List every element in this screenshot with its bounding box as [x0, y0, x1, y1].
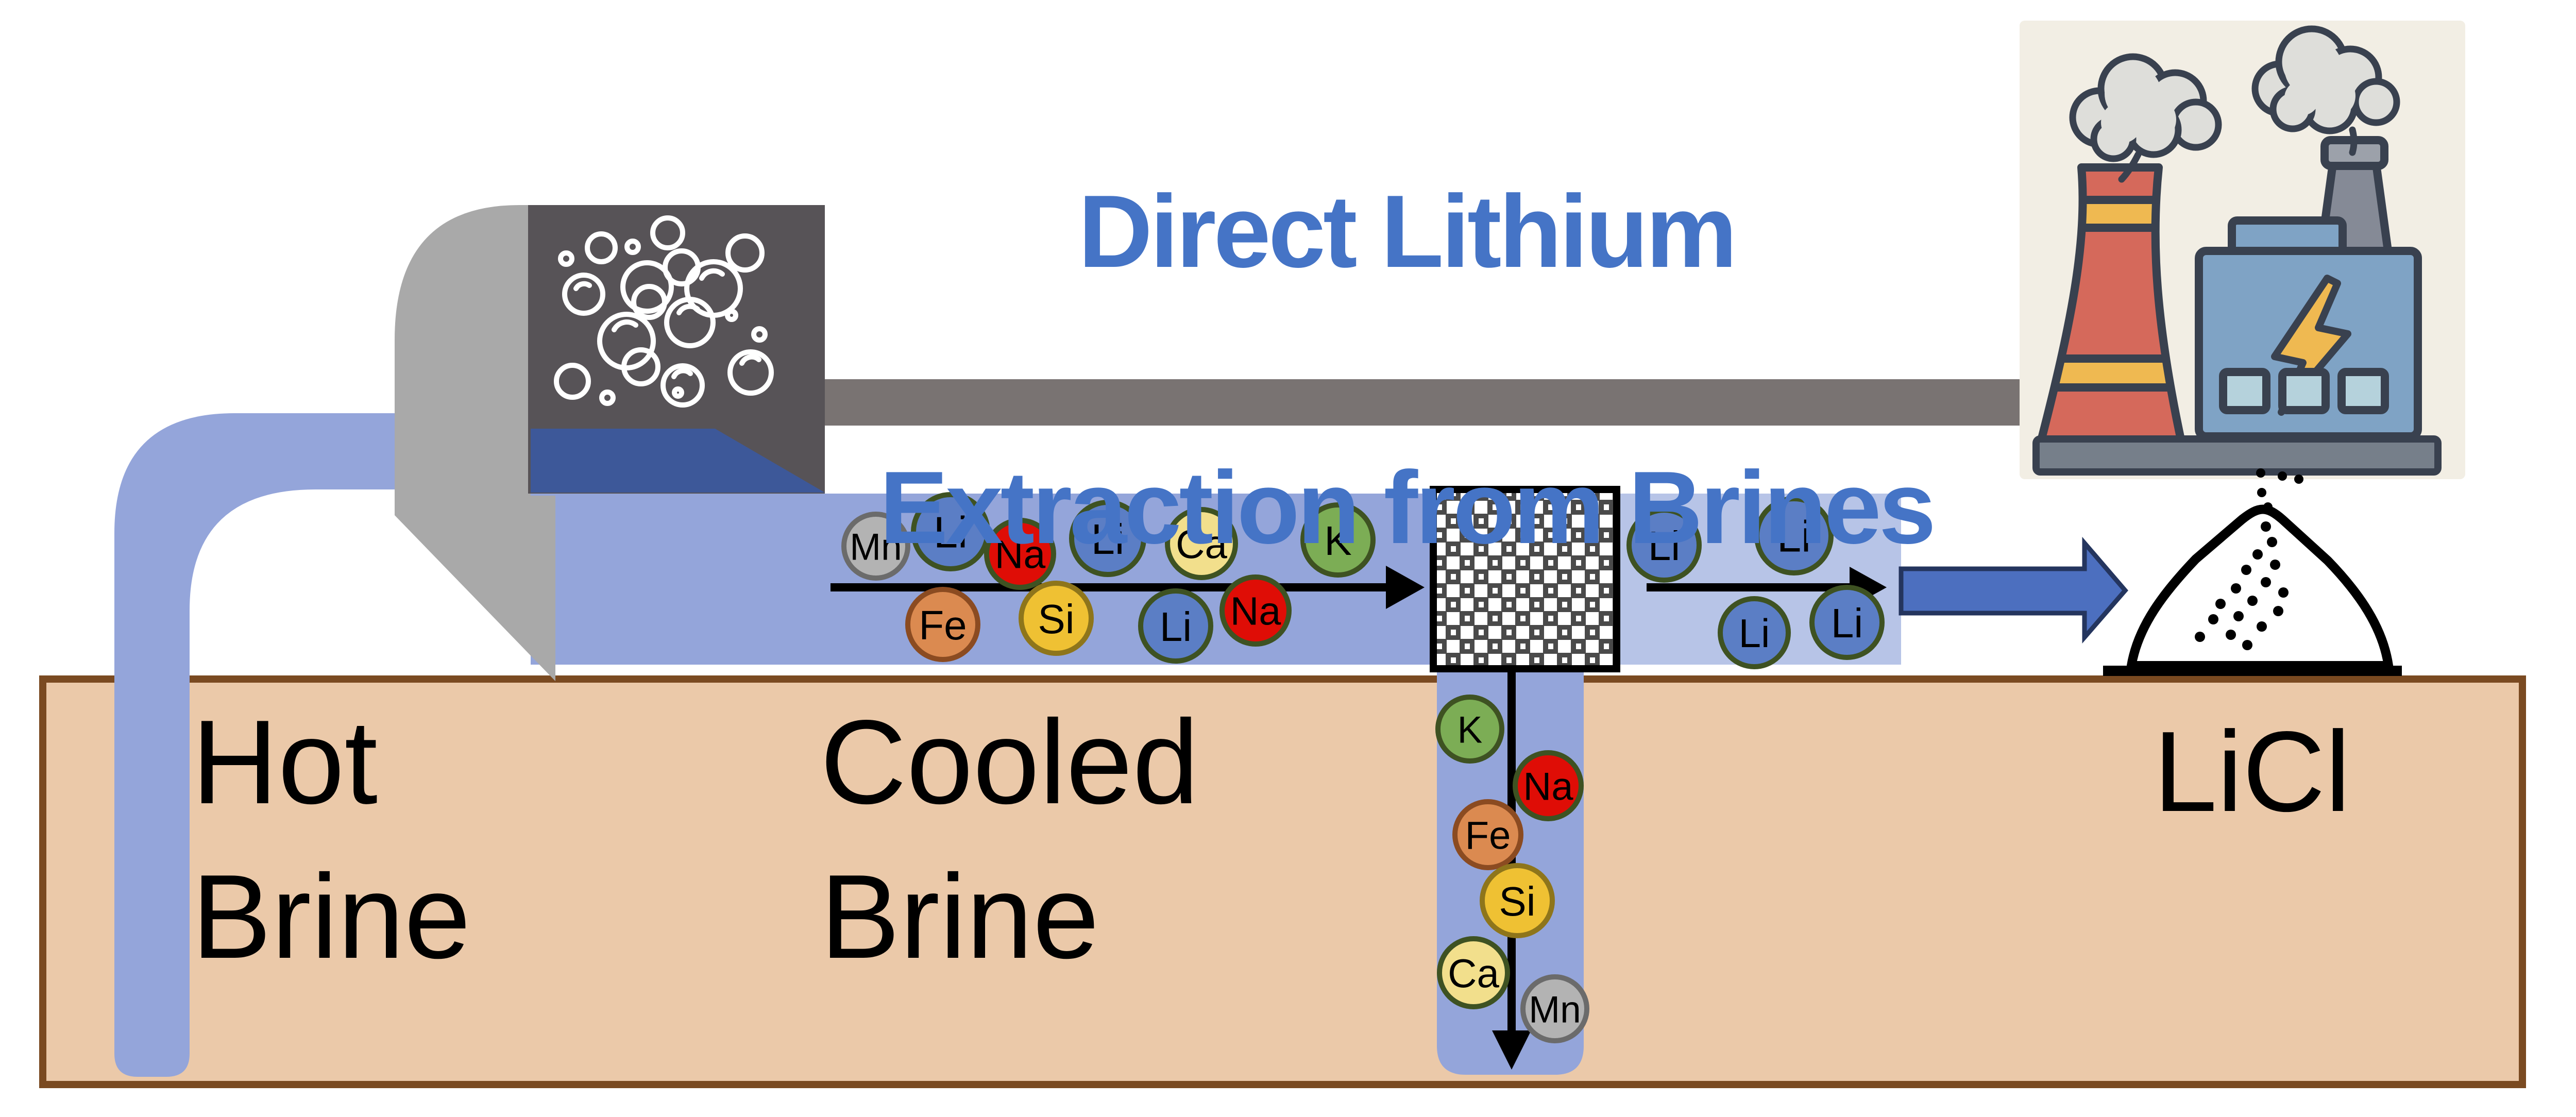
hot-brine-pipe — [114, 413, 420, 1077]
ion-Si: Si — [1019, 581, 1094, 656]
ion-Ca: Ca — [1165, 507, 1238, 580]
plant-base — [2032, 435, 2442, 476]
geothermal-power-plant-icon — [2020, 21, 2465, 479]
svg-text:Li: Li — [1777, 513, 1811, 562]
svg-text:Fe: Fe — [919, 602, 967, 648]
sorbent-filter-icon — [1430, 486, 1620, 672]
ion-Na: Na — [1219, 574, 1292, 647]
power-building-icon — [2195, 216, 2422, 441]
underground-layer — [39, 675, 2526, 1088]
ion-Na: Na — [1513, 750, 1584, 821]
smoke-clouds-icon — [2069, 25, 2400, 183]
ion-Na: Na — [984, 518, 1056, 590]
flash-liquid-wedge — [531, 429, 825, 493]
ion-Li: Li — [1718, 596, 1791, 669]
svg-text:Ca: Ca — [1176, 521, 1227, 567]
svg-text:Li: Li — [1160, 604, 1192, 650]
ion-K: K — [1300, 502, 1376, 578]
svg-text:Li: Li — [1091, 515, 1125, 563]
svg-text:Mn: Mn — [850, 526, 902, 568]
svg-text:Ca: Ca — [1448, 951, 1499, 996]
salt-grains — [2195, 468, 2303, 650]
licl-salt-pile-icon — [2103, 468, 2402, 676]
diagram-title: Direct Lithium Extraction from Brines — [711, 25, 2102, 715]
svg-text:K: K — [1458, 709, 1483, 751]
ion-Mn: Mn — [1520, 974, 1589, 1043]
product-arrow-icon — [1899, 536, 2128, 644]
building-windows — [2219, 368, 2389, 414]
ion-Li: Li — [1626, 507, 1702, 583]
ion-Li: Li — [911, 492, 990, 571]
svg-text:K: K — [1324, 518, 1351, 564]
ion-Fe: Fe — [1452, 799, 1523, 870]
cooled-brine-label: Cooled Brine — [820, 696, 1199, 984]
svg-text:Fe: Fe — [1465, 814, 1511, 857]
svg-text:Mn: Mn — [1529, 989, 1581, 1030]
svg-text:Si: Si — [1038, 596, 1074, 642]
steam-pipe — [819, 379, 2035, 426]
hot-brine-label: Hot Brine — [192, 696, 471, 984]
licl-label: LiCl — [2154, 708, 2351, 836]
ion-Mn: Mn — [841, 512, 910, 581]
svg-text:Na: Na — [1230, 589, 1281, 634]
svg-text:Li: Li — [934, 509, 968, 557]
ion-Li: Li — [1754, 496, 1834, 576]
ion-Li: Li — [1138, 588, 1213, 664]
svg-text:Na: Na — [995, 533, 1046, 577]
svg-text:Si: Si — [1499, 878, 1535, 924]
title-line-2: Extraction from Brines — [879, 450, 1936, 565]
ion-Ca: Ca — [1437, 936, 1510, 1009]
ion-Li: Li — [1069, 500, 1146, 577]
steam-bubbles-icon — [554, 215, 774, 408]
ion-Li: Li — [1809, 585, 1885, 660]
title-line-1: Direct Lithium — [1078, 174, 1738, 289]
svg-text:Li: Li — [1831, 600, 1863, 646]
flash-vessel-funnel — [395, 205, 555, 681]
svg-text:Li: Li — [1648, 523, 1680, 569]
ion-K: K — [1435, 695, 1504, 764]
ion-Si: Si — [1480, 863, 1555, 938]
svg-text:Li: Li — [1739, 611, 1770, 656]
svg-text:Na: Na — [1523, 765, 1573, 808]
ion-Fe: Fe — [905, 587, 980, 662]
